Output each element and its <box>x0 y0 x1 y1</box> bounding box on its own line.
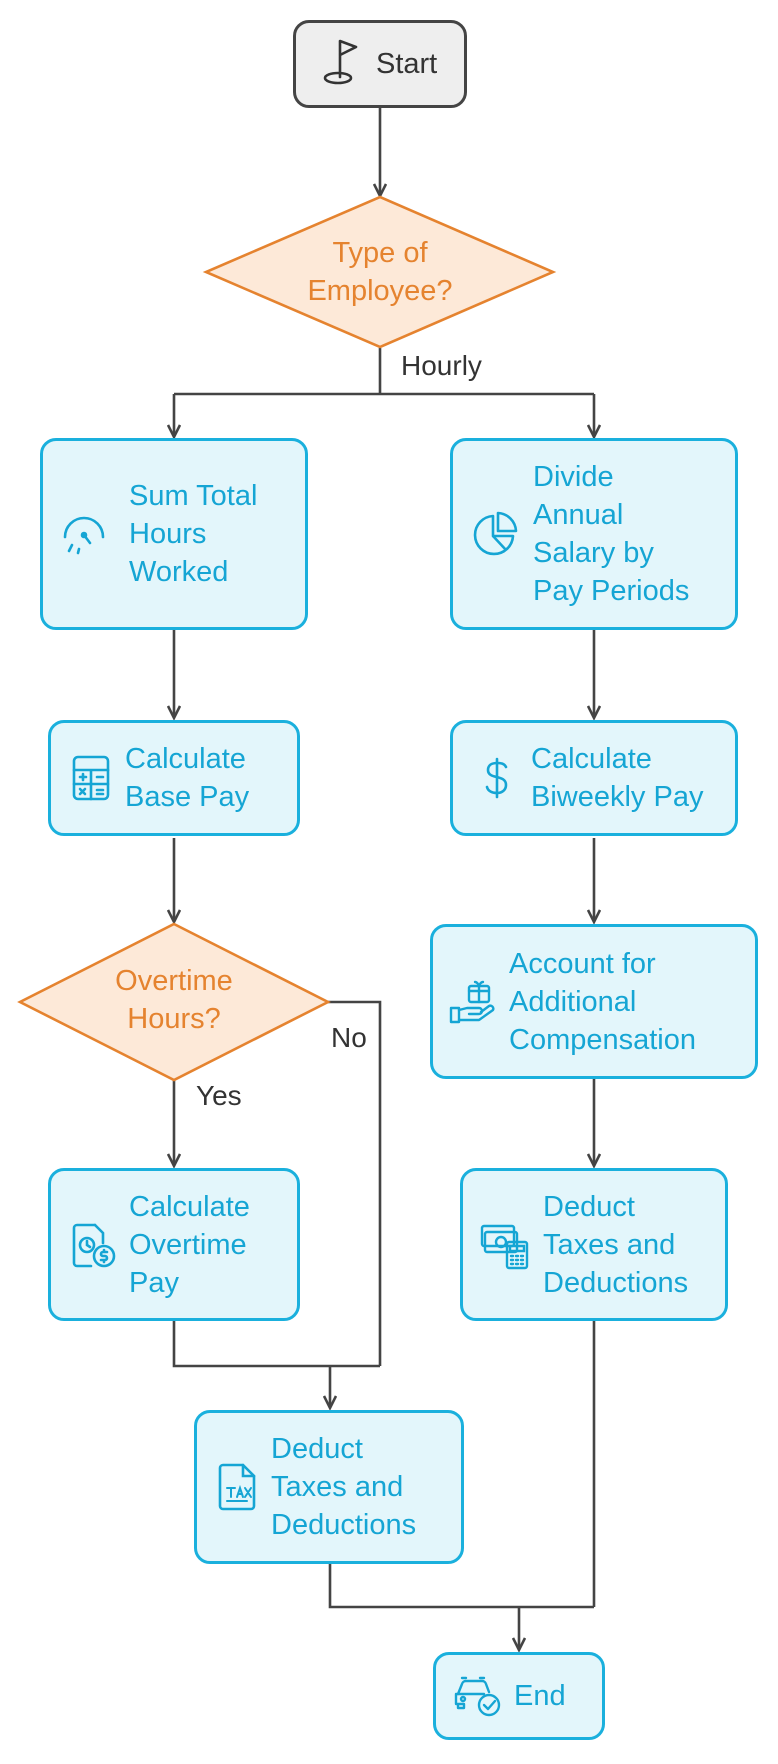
dollar-sign-icon <box>483 756 511 800</box>
end-label: End <box>514 1680 566 1712</box>
decision-employee-type-shape <box>202 195 557 349</box>
overtime-pay-node[interactable]: Calculate Overtime Pay <box>48 1168 300 1321</box>
pie-chart-icon <box>471 510 519 558</box>
decision-overtime-label[interactable]: Overtime Hours? <box>115 965 233 1035</box>
biweekly-pay-label: Calculate Biweekly Pay <box>531 743 704 813</box>
edge-label-yes: Yes <box>196 1080 242 1111</box>
edge-otpay-merge <box>172 1321 380 1368</box>
edge-deduct-left-to-end <box>328 1564 594 1609</box>
edge-overtime-no <box>328 1000 382 1366</box>
edge-label-no: No <box>331 1022 367 1053</box>
deduct-salary-label: Deduct Taxes and Deductions <box>543 1190 689 1299</box>
decision-overtime-shape <box>17 922 331 1082</box>
edge-label-hourly: Hourly <box>401 350 482 381</box>
clock-dollar-document-icon <box>69 1221 117 1269</box>
car-check-icon <box>454 1674 502 1718</box>
additional-compensation-label: Account for Additional Compensation <box>509 947 696 1056</box>
base-pay-label: Calculate Base Pay <box>125 743 250 813</box>
overtime-pay-label: Calculate Overtime Pay <box>129 1190 250 1299</box>
golf-flag-icon <box>320 37 362 92</box>
sum-hours-label: Sum Total Hours Worked <box>129 480 258 588</box>
sum-hours-node[interactable]: Sum Total Hours Worked <box>40 438 308 630</box>
base-pay-node[interactable]: Calculate Base Pay <box>48 720 300 836</box>
deduct-hourly-node[interactable]: Deduct Taxes and Deductions <box>194 1410 464 1564</box>
stopwatch-icon <box>59 509 109 559</box>
deduct-hourly-label: Deduct Taxes and Deductions <box>271 1433 417 1541</box>
additional-compensation-node[interactable]: Account for Additional Compensation <box>430 924 758 1079</box>
gift-hand-icon <box>449 978 497 1026</box>
divide-salary-node[interactable]: Divide Annual Salary by Pay Periods <box>450 438 738 630</box>
end-node[interactable]: End <box>433 1652 605 1740</box>
tax-document-icon <box>217 1462 257 1512</box>
biweekly-pay-node[interactable]: Calculate Biweekly Pay <box>450 720 738 836</box>
start-label: Start <box>376 47 438 80</box>
deduct-salary-node[interactable]: Deduct Taxes and Deductions <box>460 1168 728 1321</box>
decision-employee-type-label[interactable]: Type of Employee? <box>307 237 453 307</box>
money-calculator-icon <box>479 1220 531 1270</box>
divide-salary-label: Divide Annual Salary by Pay Periods <box>533 461 690 607</box>
start-node[interactable]: Start <box>293 20 467 108</box>
calculator-icon <box>71 754 111 802</box>
